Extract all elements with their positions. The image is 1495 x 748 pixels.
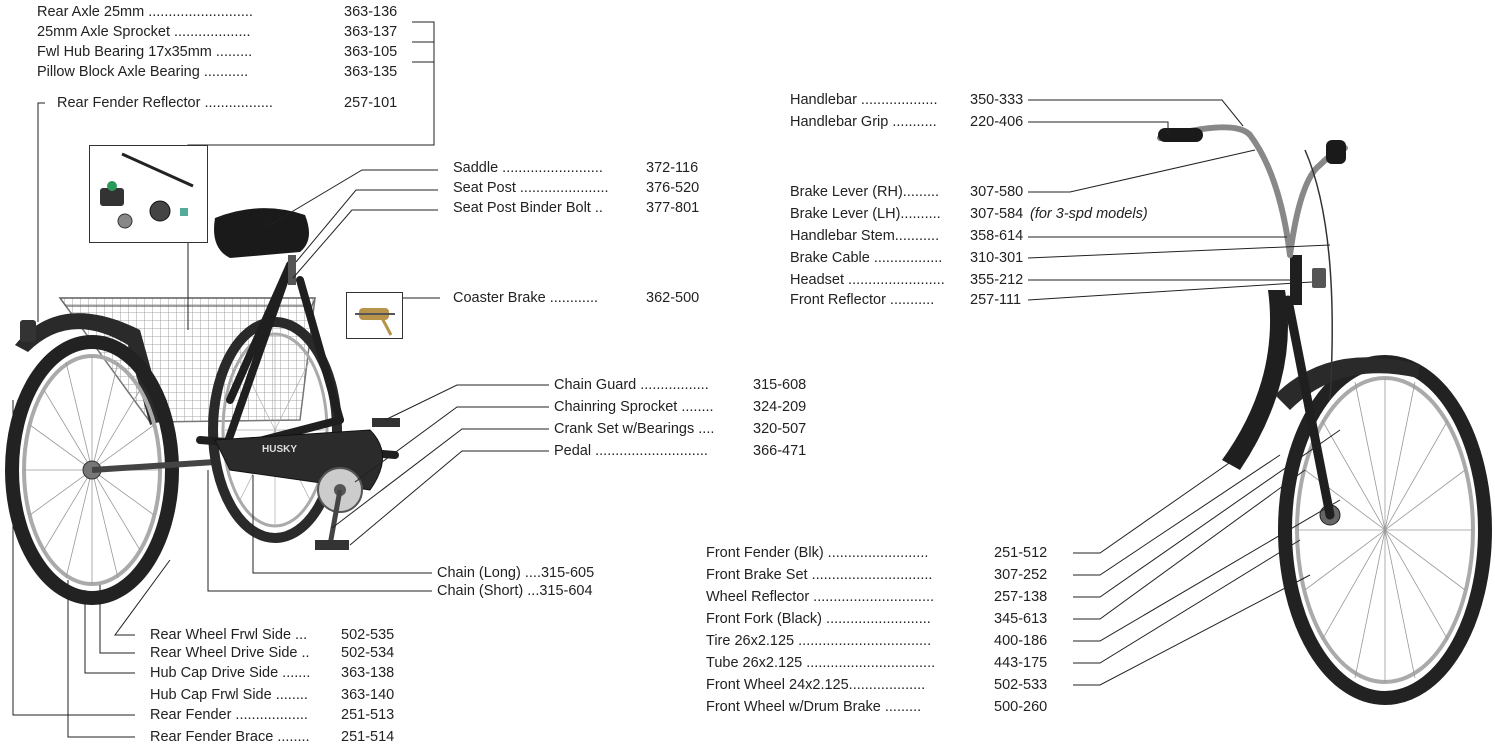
part-front-fork: Front Fork (Black) .....................… bbox=[706, 611, 1048, 627]
part-tube: Tube 26x2.125 ..........................… bbox=[706, 655, 1048, 671]
bicycle-illustration bbox=[1157, 124, 1492, 705]
part-chain-guard: Chain Guard ................. 315-608 bbox=[554, 377, 807, 393]
part-chainring: Chainring Sprocket ........ 324-209 bbox=[554, 399, 807, 415]
front-wheel bbox=[1278, 355, 1492, 705]
tricycle-illustration: HUSKY bbox=[5, 208, 400, 605]
part-chain-short: Chain (Short) ...315-604 bbox=[437, 583, 593, 599]
part-rear-wheel-drive: Rear Wheel Drive Side .. 502-534 bbox=[150, 645, 395, 661]
part-coaster-brake: Coaster Brake ............ 362-500 bbox=[453, 290, 700, 306]
part-rear-fender: Rear Fender .................. 251-513 bbox=[150, 707, 395, 723]
part-pedal: Pedal ............................ 366-4… bbox=[554, 443, 807, 459]
part-rear-axle: Rear Axle 25mm .........................… bbox=[37, 4, 398, 20]
part-chain-long: Chain (Long) ....315-605 bbox=[437, 565, 595, 581]
front-fender-shape bbox=[1275, 357, 1420, 410]
part-seat-post-binder: Seat Post Binder Bolt .. 377-801 bbox=[453, 200, 700, 216]
part-brake-lever-rh: Brake Lever (RH)......... 307-580 bbox=[790, 184, 1024, 200]
coaster-brake-inset bbox=[346, 292, 403, 339]
part-handlebar: Handlebar ................... 350-333 bbox=[790, 92, 1024, 108]
part-brake-cable: Brake Cable ................. 310-301 bbox=[790, 250, 1024, 266]
part-front-reflector: Front Reflector ........... 257-111 bbox=[790, 292, 1022, 308]
rear-fender-shape bbox=[15, 313, 165, 425]
leader-lines bbox=[12, 21, 1341, 738]
part-handlebar-grip: Handlebar Grip ........... 220-406 bbox=[790, 114, 1024, 130]
part-front-fender: Front Fender (Blk) .....................… bbox=[706, 545, 1048, 561]
handlebar-shape bbox=[1157, 124, 1293, 258]
part-rear-wheel-frwl: Rear Wheel Frwl Side ... 502-535 bbox=[150, 627, 395, 643]
part-saddle: Saddle ......................... 372-116 bbox=[453, 160, 699, 176]
part-crank-set: Crank Set w/Bearings .... 320-507 bbox=[554, 421, 807, 437]
part-fwl-hub-bearing: Fwl Hub Bearing 17x35mm ......... 363-10… bbox=[37, 44, 398, 60]
part-brake-lever-lh: Brake Lever (LH).......... 307-584 (for … bbox=[790, 206, 1148, 222]
part-tire: Tire 26x2.125 ..........................… bbox=[706, 633, 1048, 649]
part-hub-cap-frwl: Hub Cap Frwl Side ........ 363-140 bbox=[150, 687, 395, 703]
husky-decal: HUSKY bbox=[262, 444, 297, 455]
part-wheel-reflector: Wheel Reflector ........................… bbox=[706, 589, 1048, 605]
part-seat-post: Seat Post ...................... 376-520 bbox=[453, 180, 700, 196]
part-handlebar-stem: Handlebar Stem........... 358-614 bbox=[790, 228, 1024, 244]
part-headset: Headset ........................ 355-212 bbox=[790, 272, 1024, 288]
part-hub-cap-drive: Hub Cap Drive Side ....... 363-138 bbox=[150, 665, 395, 681]
part-rear-fender-brace: Rear Fender Brace ........ 251-514 bbox=[150, 729, 395, 745]
part-front-brake-set: Front Brake Set ........................… bbox=[706, 567, 1048, 583]
saddle-shape bbox=[214, 208, 309, 258]
axle-parts-inset bbox=[89, 145, 208, 243]
rear-fender-reflector-shape bbox=[20, 320, 36, 342]
part-front-wheel: Front Wheel 24x2.125................... … bbox=[706, 677, 1048, 693]
part-pillow-block: Pillow Block Axle Bearing ........... 36… bbox=[37, 64, 398, 80]
part-front-wheel-drum: Front Wheel w/Drum Brake ......... 500-2… bbox=[706, 699, 1048, 715]
part-axle-sprocket: 25mm Axle Sprocket ................... 3… bbox=[37, 24, 398, 40]
part-rear-fender-reflector: Rear Fender Reflector ................. … bbox=[57, 95, 398, 111]
brake-lever-lh-note: (for 3-spd models) bbox=[1030, 206, 1148, 222]
bicycle-frame-shape bbox=[1222, 290, 1288, 470]
